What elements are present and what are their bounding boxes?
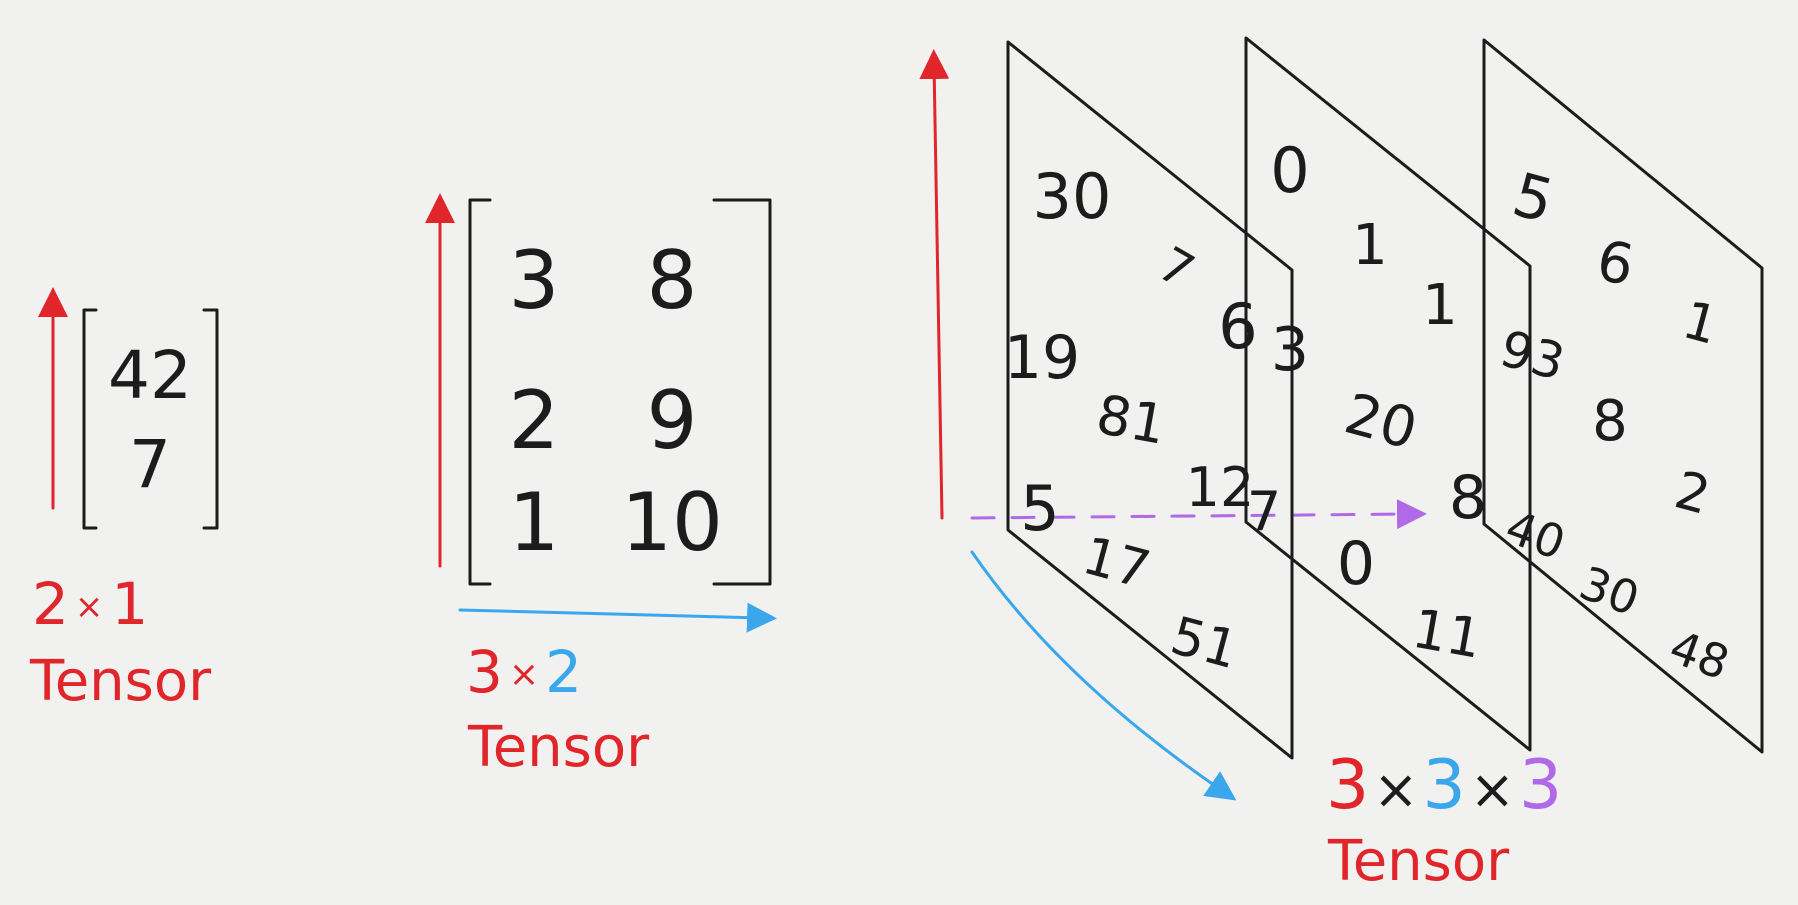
times-sign: × (1470, 758, 1515, 821)
slice-2-values: 0 1 3 20 7 0 11 1 (1247, 134, 1487, 671)
cell-value: 30 (1573, 556, 1646, 627)
tensor-word: Tensor (1327, 829, 1510, 894)
cell-value: 0 (1270, 134, 1309, 207)
cell-value: 8 (1449, 463, 1487, 533)
left-bracket (468, 198, 492, 586)
axis-arrow-vertical (919, 49, 950, 520)
dim-cols: 2 (545, 638, 582, 706)
cell-value: 1 (1422, 273, 1458, 338)
right-bracket (202, 308, 219, 530)
slice-3 (1482, 38, 1764, 754)
dim-3: 3 (1519, 746, 1562, 825)
cell-value: 8 (647, 234, 698, 327)
cell-value: 7 (1149, 236, 1203, 300)
cell-value: 3 (509, 234, 560, 327)
dimension-label: 3×2 Tensor (466, 638, 650, 780)
tensor-word: Tensor (467, 715, 650, 780)
svg-text:3×3×3: 3×3×3 (1326, 746, 1562, 825)
axis-arrow-horizontal (458, 602, 777, 633)
cell-value: 5 (1020, 472, 1059, 545)
cell-value: 40 (1499, 500, 1572, 571)
cell-value: 93 (1494, 319, 1570, 391)
svg-text:2×1: 2×1 (32, 570, 148, 638)
cell-value: 11 (1408, 597, 1487, 671)
dim-1: 3 (1326, 746, 1369, 825)
cell-value: 9 (647, 374, 698, 467)
dim-rows: 2 (32, 570, 69, 638)
dimension-label: 2×1 Tensor (29, 570, 212, 714)
cell-value: 1 (509, 476, 560, 569)
cell-value: 19 (1004, 323, 1080, 393)
times-sign: × (75, 587, 104, 627)
cell-value: 1 (1677, 290, 1724, 357)
axis-arrow-diagonal (970, 550, 1237, 801)
cell-value: 7 (129, 426, 171, 503)
cell-value: 1 (1352, 213, 1388, 278)
cell-value: 81 (1092, 383, 1171, 457)
cell-value: 3 (1271, 315, 1309, 385)
cell-value: 17 (1077, 526, 1156, 601)
cell-value: 6 (1592, 229, 1638, 299)
dim-cols: 1 (111, 570, 148, 638)
tensor-3x3x3: 30 7 6 19 81 12 5 17 51 0 1 3 20 7 0 11 … (919, 36, 1764, 894)
cell-value: 0 (1337, 529, 1375, 599)
slice-1-values: 30 7 6 19 81 12 5 17 51 (1004, 160, 1258, 681)
cell-value: 2 (509, 374, 560, 467)
cell-value: 7 (1247, 480, 1281, 543)
tensor-3x2: 3 8 2 9 1 10 3×2 Tensor (425, 193, 777, 780)
right-bracket (712, 198, 772, 586)
cell-value: 10 (621, 476, 723, 569)
times-sign: × (509, 654, 539, 695)
slice-1 (1006, 40, 1294, 760)
slice-2 (1244, 36, 1532, 752)
svg-text:3×2: 3×2 (466, 638, 582, 706)
cell-value: 5 (1506, 160, 1561, 237)
tensor-2x1: 42 7 2×1 Tensor (29, 287, 219, 714)
cell-value: 8 (1592, 389, 1628, 454)
times-sign: × (1373, 758, 1418, 821)
dim-2: 3 (1423, 746, 1466, 825)
cell-value: 30 (1033, 160, 1112, 233)
cell-value: 6 (1218, 290, 1257, 363)
cell-value: 51 (1165, 606, 1244, 681)
axis-arrow-depth (970, 499, 1427, 530)
cell-value: 12 (1186, 456, 1255, 519)
tensor-word: Tensor (29, 649, 212, 714)
left-bracket (82, 308, 98, 530)
dimension-label: 3×3×3 Tensor (1326, 746, 1562, 894)
cell-value: 20 (1338, 382, 1424, 463)
cell-value: 42 (108, 337, 192, 414)
dim-rows: 3 (466, 638, 503, 706)
cell-value: 2 (1669, 460, 1716, 527)
slice-3-values: 5 6 1 93 8 2 8 40 30 48 (1449, 160, 1736, 690)
